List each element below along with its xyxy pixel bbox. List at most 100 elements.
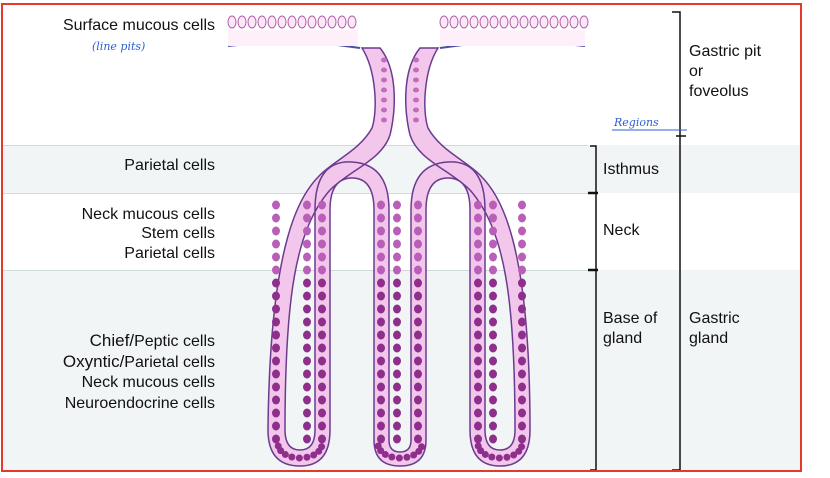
cell-nucleus [257, 15, 267, 29]
cell-nucleus [489, 369, 497, 379]
cell-nucleus [413, 87, 419, 93]
cell-nucleus [377, 200, 385, 210]
cell-nucleus [518, 213, 526, 223]
cell-nucleus [414, 226, 422, 236]
cell-nucleus [318, 434, 326, 444]
cell-nucleus [347, 15, 357, 29]
cell-nucleus [272, 434, 280, 444]
cell-nucleus [393, 369, 401, 379]
cell-nucleus [414, 278, 422, 288]
label-gastric-gland-line1: Gastric [689, 310, 740, 327]
cell-nucleus [377, 265, 385, 275]
cell-nucleus [393, 226, 401, 236]
cell-nucleus [414, 291, 422, 301]
cell-nucleus [377, 395, 385, 405]
cell-nucleus [569, 15, 579, 29]
cell-nucleus [413, 117, 419, 123]
label-oxyntic: Oxyntic/ [62, 352, 125, 371]
cell-nucleus [377, 434, 385, 444]
cell-nucleus [414, 343, 422, 353]
cell-nucleus [474, 343, 482, 353]
cell-nucleus [518, 330, 526, 340]
cell-nucleus [267, 15, 277, 29]
cell-nucleus [474, 330, 482, 340]
cell-nucleus [393, 343, 401, 353]
cell-nucleus [272, 239, 280, 249]
cell-nucleus [414, 421, 422, 431]
cell-nucleus [377, 369, 385, 379]
cell-nucleus [272, 330, 280, 340]
cell-nucleus [227, 15, 237, 29]
region-label-isthmus: Isthmus [603, 161, 660, 178]
cell-nucleus [413, 97, 419, 103]
divider-line [3, 145, 588, 146]
cell-nucleus [377, 330, 385, 340]
label-or: or [689, 63, 704, 80]
cell-nucleus [377, 226, 385, 236]
cell-nucleus [549, 15, 559, 29]
cell-nucleus [381, 107, 387, 113]
cell-nucleus [474, 200, 482, 210]
cell-nucleus [518, 434, 526, 444]
cell-nucleus [410, 451, 418, 459]
cell-nucleus [518, 239, 526, 249]
label-neck-mucous-cells: Neck mucous cells [81, 206, 215, 223]
cell-nucleus [318, 226, 326, 236]
cell-nucleus [272, 343, 280, 353]
cell-nucleus [318, 278, 326, 288]
cell-nucleus [414, 317, 422, 327]
label-gastric-gland-line2: gland [689, 330, 729, 347]
cell-nucleus [393, 213, 401, 223]
label-oxyntic-parietal-cells: Oxyntic/Parietal cells [63, 352, 215, 373]
cell-nucleus [393, 434, 401, 444]
cell-nucleus [377, 252, 385, 262]
cell-nucleus [303, 382, 311, 392]
cell-nucleus [518, 382, 526, 392]
cell-nucleus [393, 395, 401, 405]
cell-nucleus [272, 200, 280, 210]
cell-nucleus [489, 278, 497, 288]
cell-nucleus [272, 252, 280, 262]
cell-nucleus [377, 421, 385, 431]
cell-nucleus [519, 15, 529, 29]
cell-nucleus [509, 15, 519, 29]
cell-nucleus [272, 395, 280, 405]
cell-nucleus [489, 356, 497, 366]
cell-nucleus [303, 317, 311, 327]
cell-nucleus [303, 330, 311, 340]
cell-nucleus [303, 278, 311, 288]
cell-nucleus [499, 15, 509, 29]
cell-nucleus [377, 304, 385, 314]
cell-nucleus [381, 77, 387, 83]
cell-nucleus [474, 239, 482, 249]
cell-nucleus [393, 278, 401, 288]
cell-nucleus [377, 343, 385, 353]
cell-nucleus [489, 213, 497, 223]
cell-nucleus [318, 356, 326, 366]
cell-nucleus [518, 395, 526, 405]
cell-nucleus [474, 421, 482, 431]
cell-nucleus [318, 382, 326, 392]
cell-nucleus [393, 304, 401, 314]
cell-nucleus [413, 77, 419, 83]
cell-nucleus [474, 442, 482, 450]
cell-nucleus [377, 382, 385, 392]
label-parietal-cells-neck: Parietal cells [124, 245, 215, 262]
label-chief: Chief/ [89, 331, 135, 350]
cell-nucleus [559, 15, 569, 29]
cell-nucleus [310, 451, 318, 459]
cell-nucleus [489, 317, 497, 327]
cell-nucleus [272, 369, 280, 379]
cell-nucleus [272, 382, 280, 392]
cell-nucleus [413, 107, 419, 113]
cell-nucleus [272, 356, 280, 366]
cell-nucleus [474, 278, 482, 288]
cell-nucleus [518, 265, 526, 275]
cell-nucleus [377, 317, 385, 327]
cell-nucleus [474, 395, 482, 405]
cell-nucleus [518, 291, 526, 301]
cell-nucleus [272, 226, 280, 236]
cell-nucleus [403, 453, 411, 461]
cell-nucleus [381, 450, 389, 458]
cell-nucleus [479, 15, 489, 29]
